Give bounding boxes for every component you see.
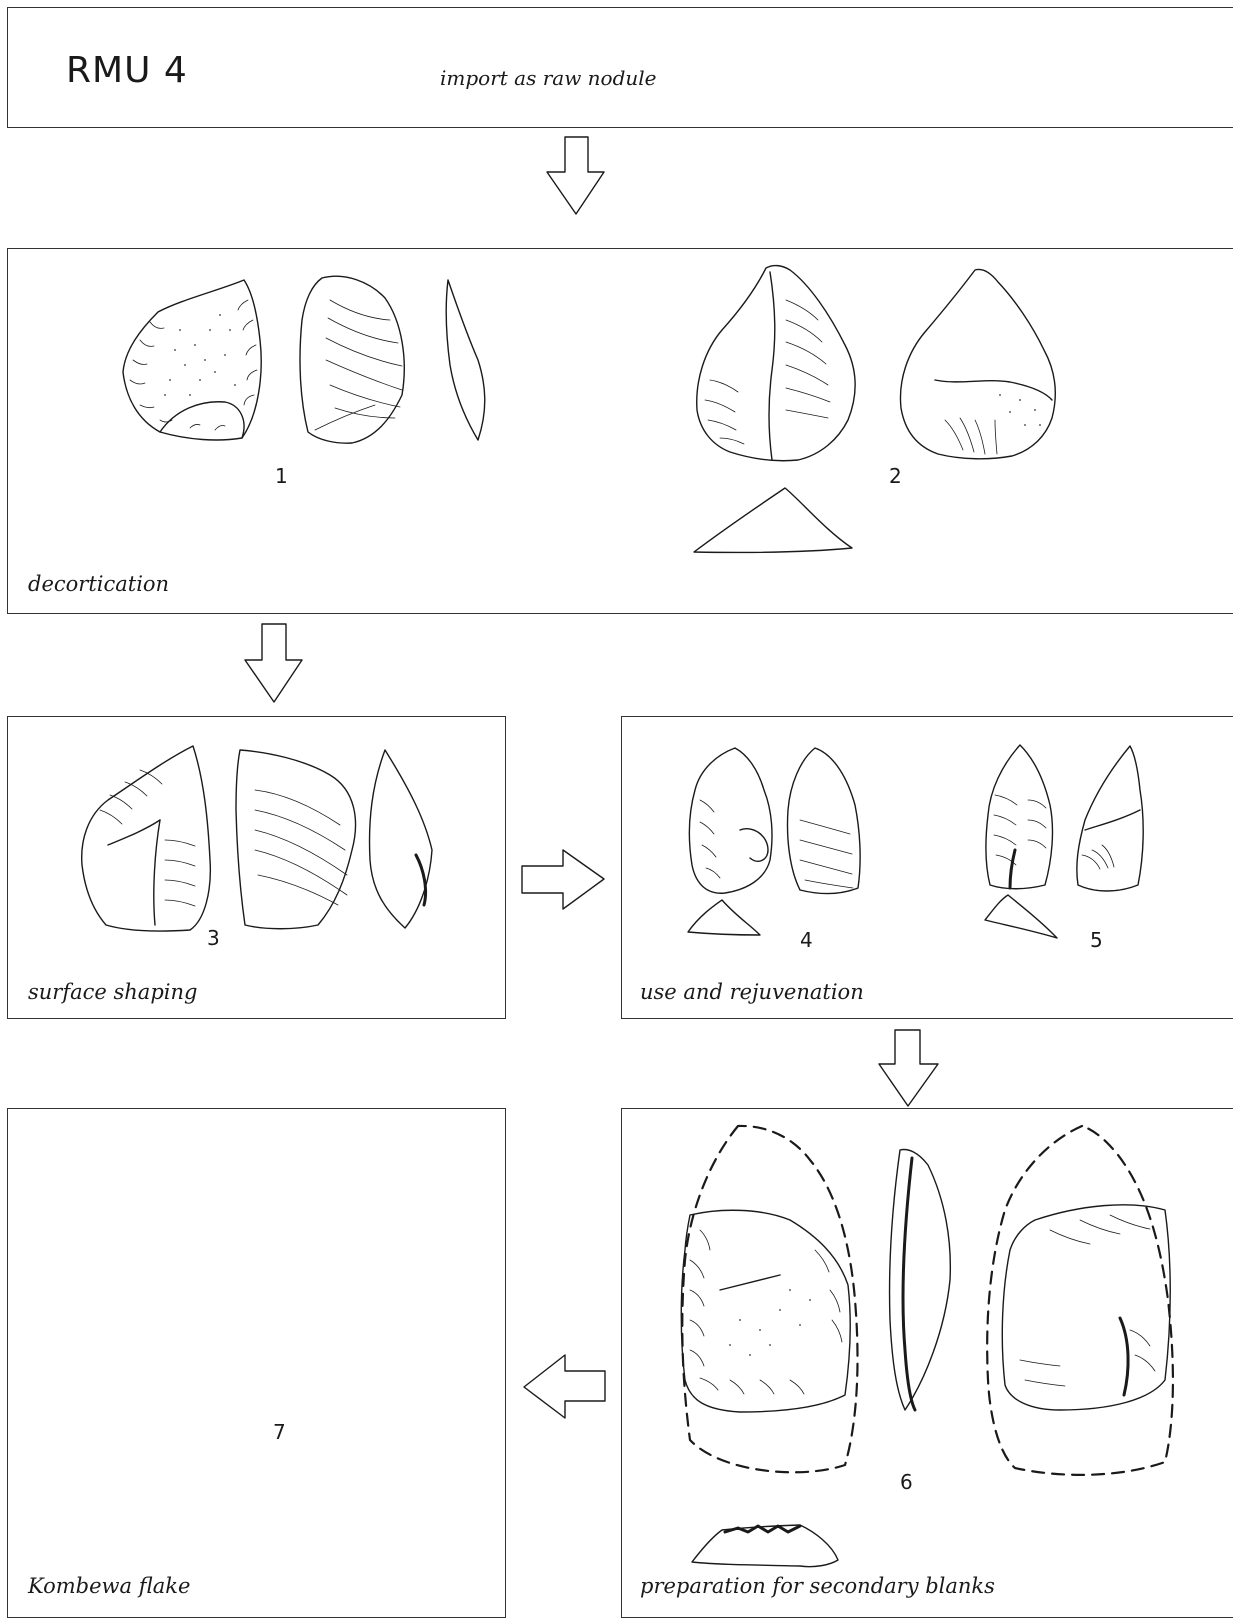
- artifact-5-drawing: [985, 745, 1143, 938]
- arrow-right-icon: [522, 850, 604, 909]
- artifact-3-drawing: [82, 746, 432, 931]
- arrow-down-icon: [547, 137, 604, 214]
- arrow-down-icon: [245, 624, 302, 702]
- arrow-down-icon: [879, 1030, 938, 1106]
- artifact-4-drawing: [688, 748, 860, 935]
- artifact-2-drawing: [694, 266, 1055, 553]
- arrow-left-icon: [524, 1355, 605, 1418]
- artifact-6-drawing: [681, 1126, 1173, 1567]
- artifact-1-drawing: [123, 276, 485, 443]
